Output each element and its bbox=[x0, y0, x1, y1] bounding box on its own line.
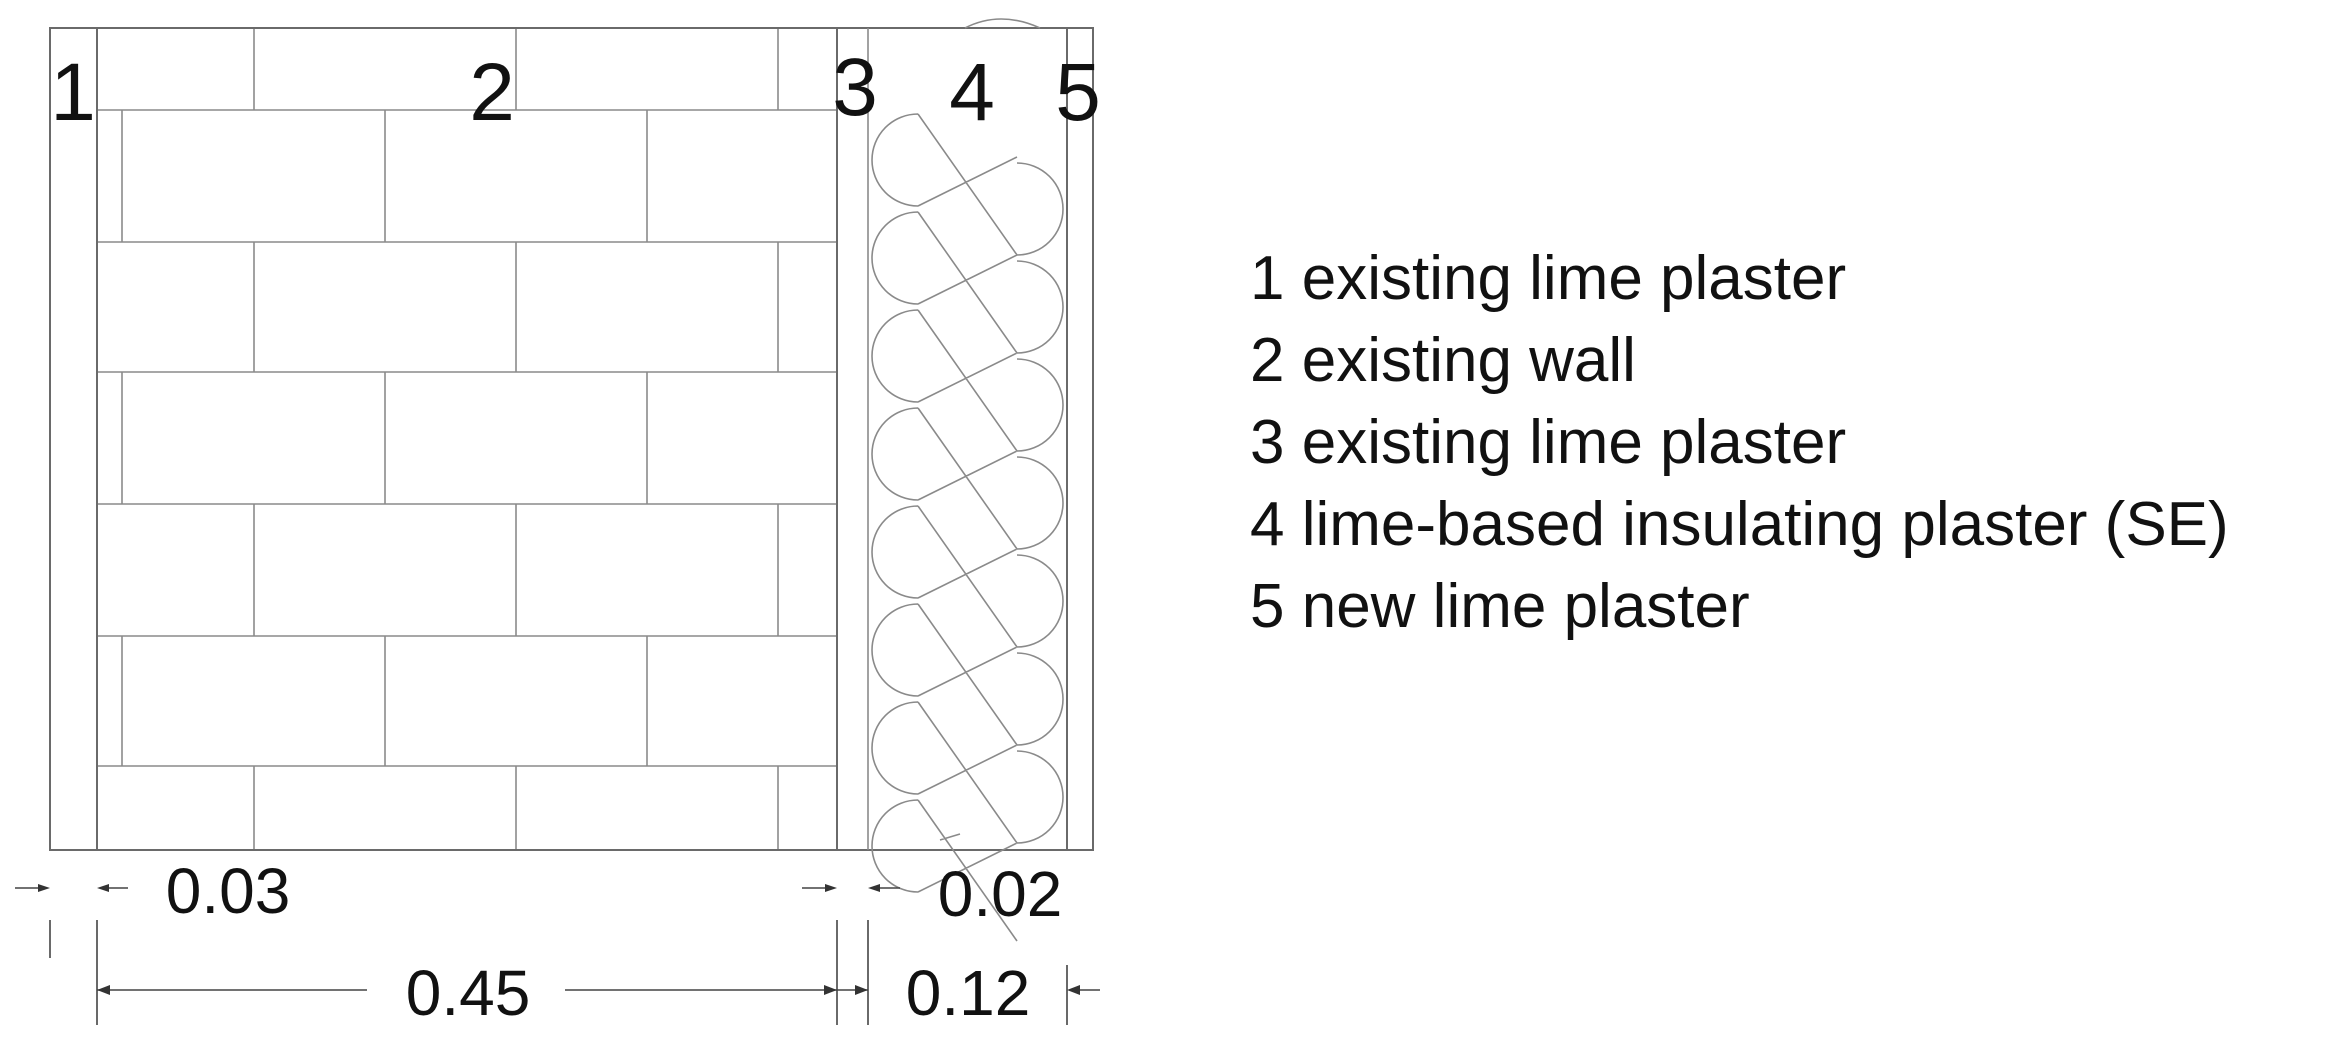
dimension-0-03: 0.03 bbox=[166, 855, 291, 927]
legend-item-5: 5 new lime plaster bbox=[1250, 572, 1750, 641]
legend-item-2: 2 existing wall bbox=[1250, 326, 1636, 395]
layer-numbers: 1 2 3 4 5 bbox=[50, 42, 1101, 138]
layer-number-5: 5 bbox=[1055, 47, 1101, 138]
legend-item-4: 4 lime-based insulating plaster (SE) bbox=[1250, 490, 2229, 559]
brick-masonry bbox=[97, 28, 837, 850]
dimension-0-45: 0.45 bbox=[406, 957, 531, 1029]
wall-section-drawing: 1 2 3 4 5 0.03 0.02 0.45 0.12 bbox=[0, 0, 1101, 1029]
dimension-0-02: 0.02 bbox=[938, 858, 1063, 930]
legend: 1 existing lime plaster 2 existing wall … bbox=[1250, 238, 2229, 648]
section-outline bbox=[50, 28, 1093, 850]
layer-number-3: 3 bbox=[832, 42, 878, 133]
layer-number-2: 2 bbox=[469, 47, 515, 138]
dimension-values: 0.03 0.02 0.45 0.12 bbox=[166, 855, 1063, 1029]
dimension-lines bbox=[15, 884, 1100, 1025]
insulation-hatch bbox=[872, 19, 1063, 941]
dimension-0-12: 0.12 bbox=[906, 957, 1031, 1029]
layer-number-1: 1 bbox=[50, 47, 96, 138]
legend-item-1: 1 existing lime plaster bbox=[1250, 244, 1847, 313]
legend-item-3: 3 existing lime plaster bbox=[1250, 408, 1847, 477]
layer-boundaries bbox=[50, 28, 1093, 850]
layer-number-4: 4 bbox=[949, 47, 995, 138]
